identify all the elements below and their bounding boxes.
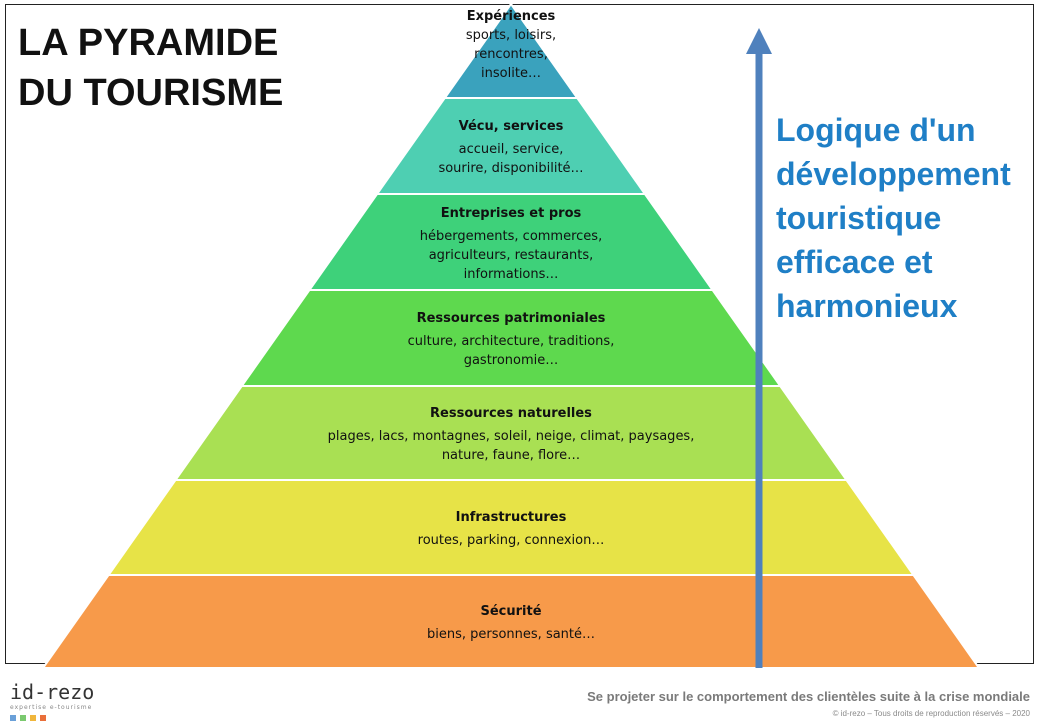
arrow-shaft (755, 52, 763, 668)
id-rezo-logo: id-rezo expertise e-tourisme (10, 682, 94, 721)
level-description: gastronomie… (463, 353, 559, 368)
level-label-vecu-services: Vécu, services accueil, service, sourire, … (438, 118, 583, 178)
logic-line-2: développement (776, 156, 1011, 192)
title-line-2: DU TOURISME (18, 72, 284, 114)
logic-line-1: Logique d'un (776, 112, 976, 148)
title-line-1: LA PYRAMIDE (18, 22, 279, 64)
arrow-head-icon (746, 28, 772, 54)
footer-subtitle: Se projeter sur le comportement des clie… (587, 689, 1030, 704)
pyramid-level-securite (41, 574, 981, 669)
level-description: sourire, disponibilité… (438, 161, 584, 176)
level-title: Infrastructures (455, 510, 567, 525)
logo-dot (20, 715, 26, 721)
level-description: culture, architecture, traditions, (407, 334, 615, 349)
logic-line-3: touristique (776, 200, 942, 236)
level-title: Expériences (466, 9, 556, 24)
level-description: informations… (463, 266, 559, 282)
level-description: routes, parking, connexion… (417, 533, 605, 548)
level-title: Ressources patrimoniales (416, 311, 606, 326)
development-logic-text: Logique d'un développement touristique e… (776, 108, 1038, 328)
level-description: accueil, service, (458, 142, 564, 157)
level-description: nature, faune, flore… (441, 448, 581, 463)
footer-copyright: © id-rezo – Tous droits de reproduction … (832, 709, 1030, 718)
level-description: biens, personnes, santé… (426, 627, 596, 642)
slide-title: LA PYRAMIDE DU TOURISME (18, 18, 283, 118)
level-title: Entreprises et pros (440, 205, 582, 221)
logo-dots (10, 715, 94, 721)
level-description: plages, lacs, montagnes, soleil, neige, … (327, 429, 695, 444)
logo-tagline: expertise e-tourisme (10, 704, 93, 711)
level-description: sports, loisirs, (465, 28, 557, 43)
level-label-experiences: Expériences sports, loisirs, rencontres, in… (466, 8, 556, 83)
level-label-entreprises-pros: Entreprises et pros hébergements, commerc… (420, 205, 602, 284)
level-label-infrastructures: Infrastructures routes, parking, connexio… (418, 509, 605, 550)
level-description: insolite… (481, 66, 541, 81)
level-description: agriculteurs, restaurants, (428, 247, 594, 263)
logo-dot (10, 715, 16, 721)
level-title: Ressources naturelles (430, 406, 592, 421)
logic-line-5: harmonieux (776, 288, 958, 324)
logo-dot (30, 715, 36, 721)
level-title: Sécurité (480, 604, 542, 619)
logic-line-4: efficace et (776, 244, 933, 280)
logo-dot (40, 715, 46, 721)
level-label-ressources-patrimoniales: Ressources patrimoniales culture, archite… (408, 310, 615, 370)
level-label-securite: Sécurité biens, personnes, santé… (427, 603, 595, 644)
level-label-ressources-naturelles: Ressources naturelles plages, lacs, monta… (328, 405, 695, 465)
level-title: Vécu, services (458, 119, 564, 134)
logo-name: id-rezo (10, 680, 95, 704)
level-description: hébergements, commerces, (419, 228, 603, 244)
level-description: rencontres, (474, 47, 548, 62)
